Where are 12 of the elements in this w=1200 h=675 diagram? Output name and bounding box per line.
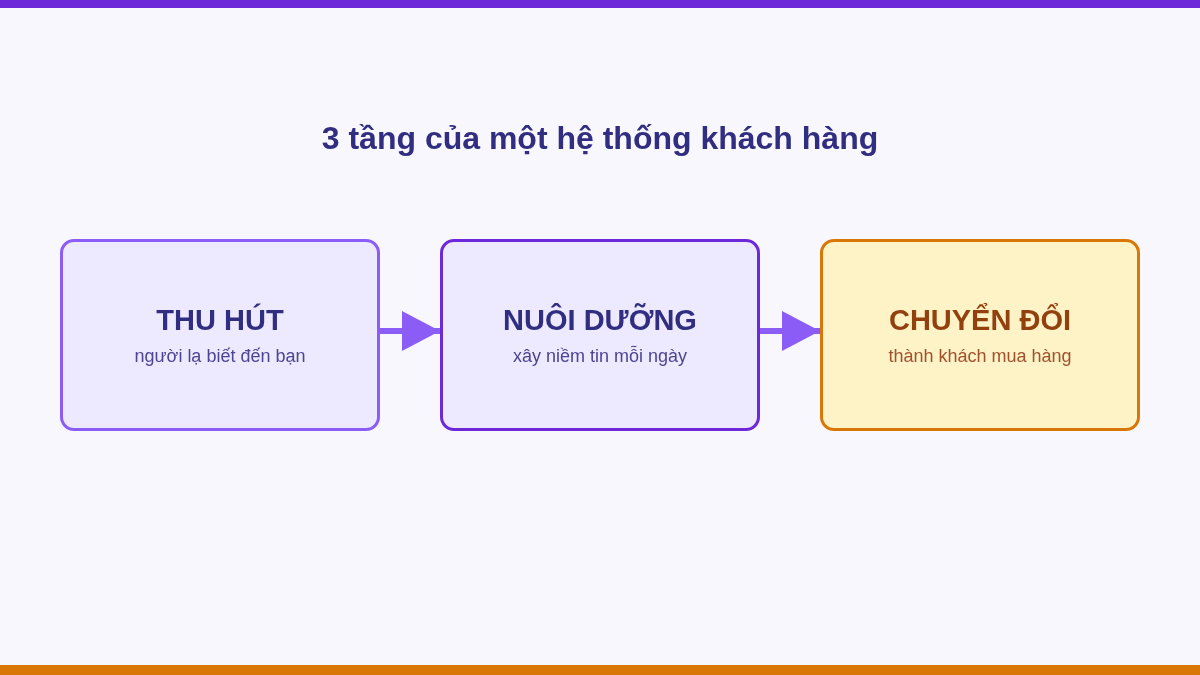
stage-box xyxy=(820,239,1140,431)
arrow xyxy=(760,311,820,351)
diagram-title: 3 tầng của một hệ thống khách hàng xyxy=(320,119,880,158)
stage-box xyxy=(440,239,760,431)
stage-box xyxy=(60,239,380,431)
arrow xyxy=(380,311,440,351)
stage-title: CHUYỂN ĐỔI xyxy=(888,302,1072,338)
stage-description: thành khách mua hàng xyxy=(888,345,1072,368)
stage-description: người lạ biết đến bạn xyxy=(134,345,306,368)
stage-title: NUÔI DƯỠNG xyxy=(503,302,697,338)
stage-title: THU HÚT xyxy=(156,302,284,338)
stage-description: xây niềm tin mỗi ngày xyxy=(512,344,688,368)
